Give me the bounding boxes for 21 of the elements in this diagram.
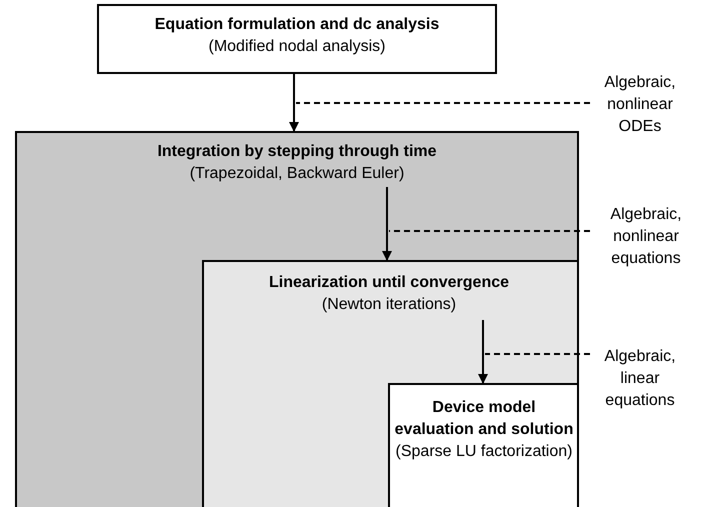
process-box [388, 383, 579, 507]
arrow [382, 187, 392, 261]
box-title: Equation formulation and dc analysis [154, 15, 440, 35]
box-subtitle: (Trapezoidal, Backward Euler) [188, 164, 406, 184]
leader-line [485, 353, 590, 355]
box-title: Linearization until convergence [268, 273, 510, 293]
box-subtitle: (Newton iterations) [320, 295, 458, 315]
annotation-text: Algebraic, nonlinear ODEs [603, 73, 677, 137]
box-subtitle: (Sparse LU factorization) [394, 442, 574, 462]
arrow [289, 74, 299, 132]
box-subtitle: (Modified nodal analysis) [208, 37, 386, 57]
leader-line [296, 102, 590, 104]
annotation-text: Algebraic, nonlinear equations [609, 205, 683, 269]
arrow [478, 320, 488, 384]
process-box [202, 260, 579, 507]
leader-line [389, 230, 590, 232]
process-box [97, 4, 497, 74]
box-title: Device model evaluation and solution [394, 398, 574, 440]
box-title: Integration by stepping through time [156, 142, 438, 162]
annotation-text: Algebraic, linear equations [603, 347, 677, 411]
process-box [15, 131, 579, 507]
